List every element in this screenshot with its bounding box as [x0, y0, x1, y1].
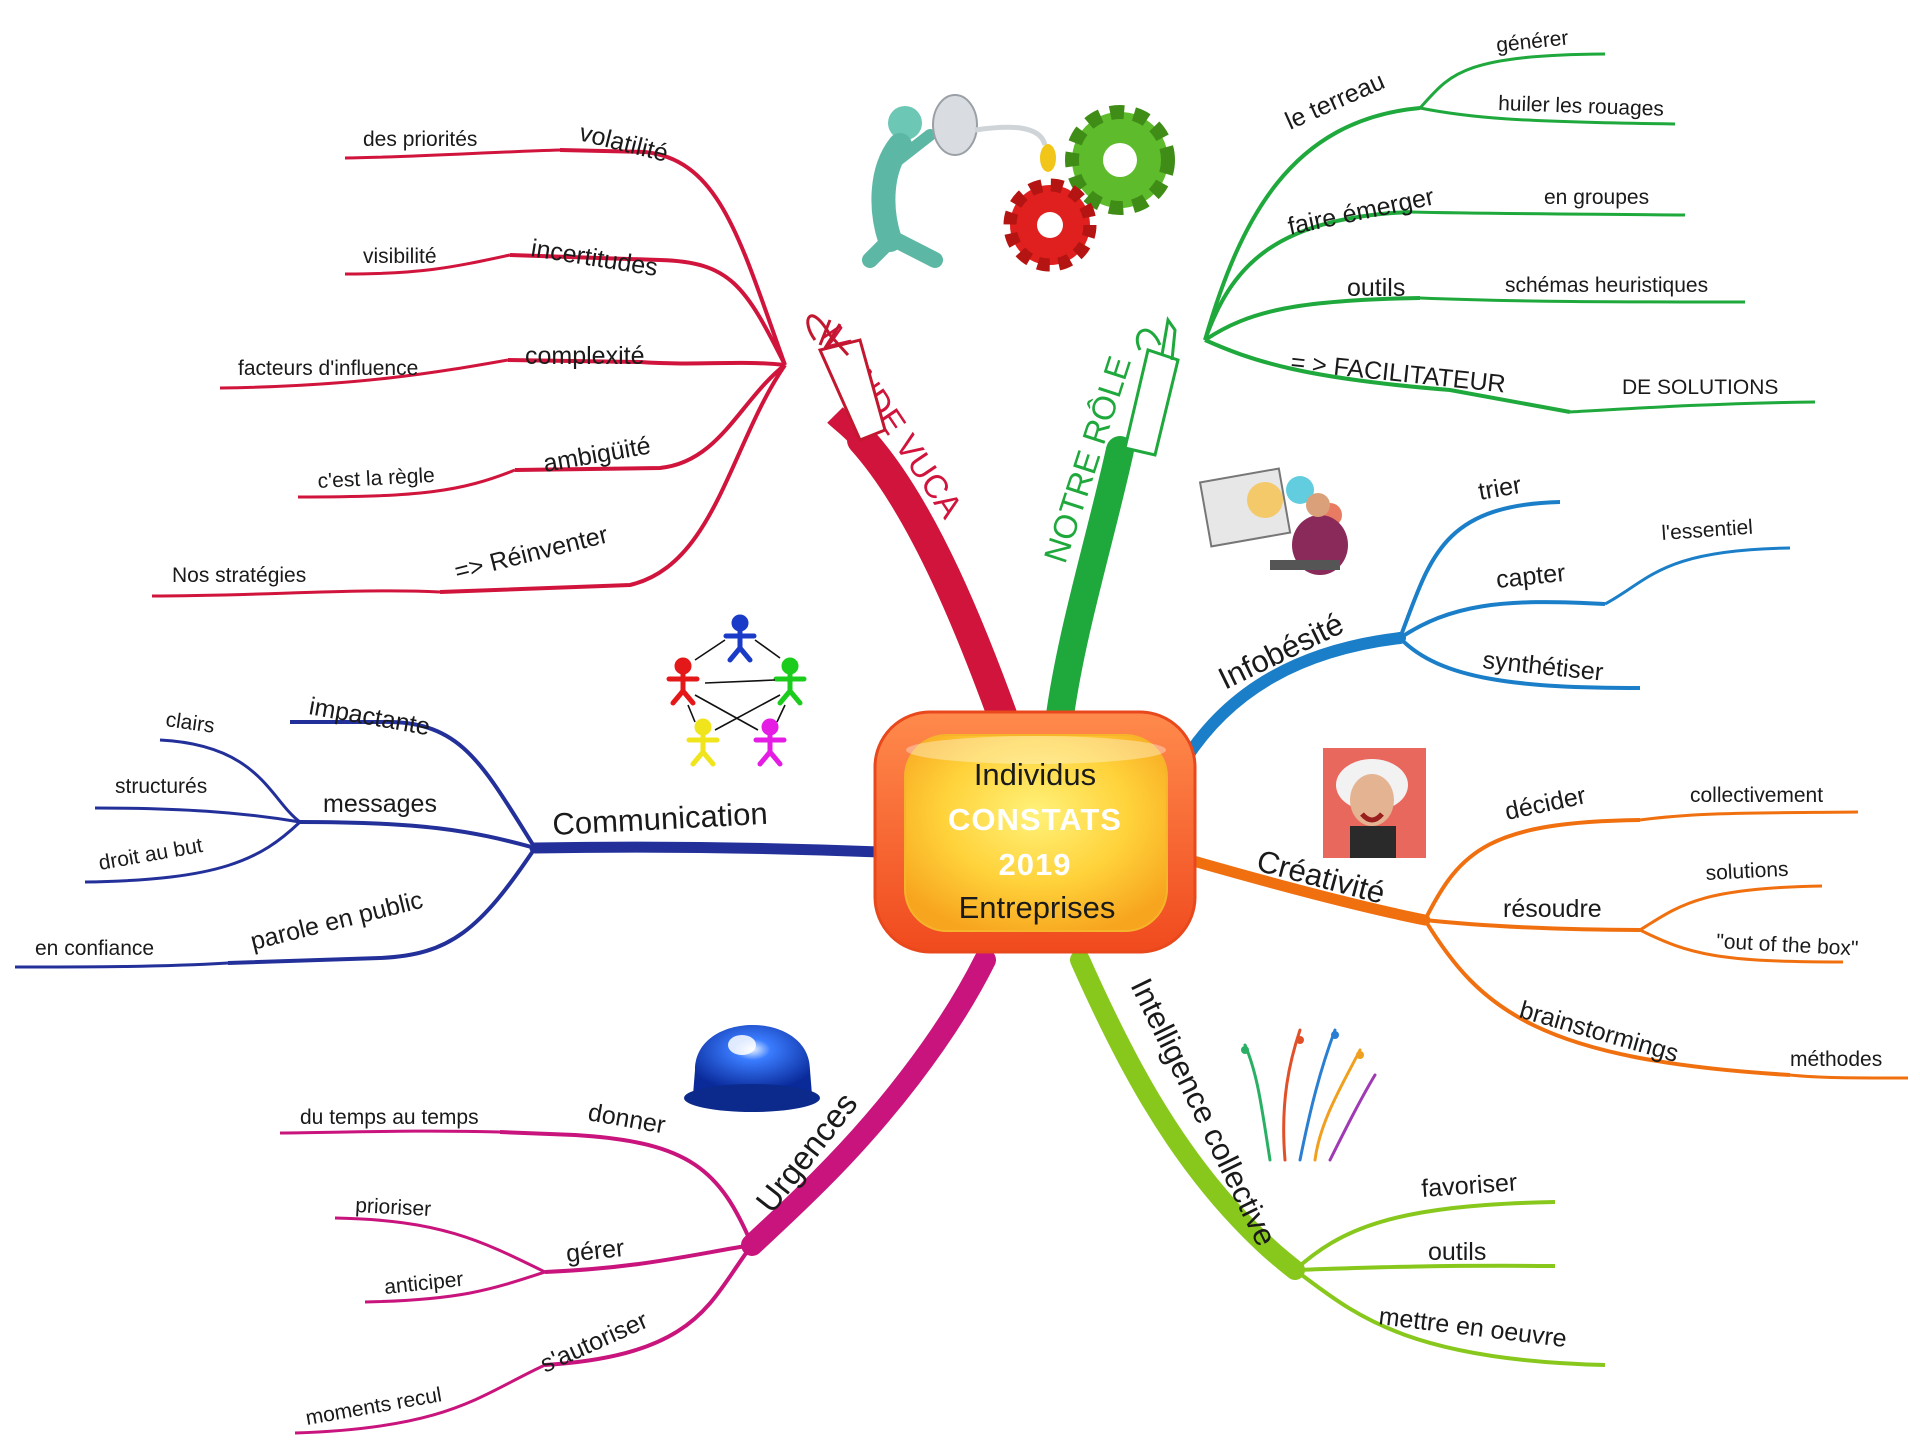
role-leaf-1: générer — [1495, 27, 1569, 57]
urg-item-1: donner — [586, 1098, 668, 1139]
info-item-2: capter — [1495, 559, 1567, 594]
hand-pointer-left-icon — [806, 314, 887, 442]
comm-leaf-1: clairs — [164, 708, 216, 738]
vuca-item-2: incertitudes — [529, 234, 660, 282]
info-trunk — [1179, 632, 1406, 766]
crea-leaf-links — [1639, 810, 1909, 1080]
comm-label: Communication — [552, 796, 769, 842]
ic-item-1: favoriser — [1420, 1168, 1518, 1203]
branch-notre-role: NOTRE RÔLE le terreau faire émerger outi… — [1036, 27, 1816, 729]
urg-leaf-3: anticiper — [383, 1268, 464, 1299]
comm-trunk — [529, 841, 886, 858]
hand-pointer-right-icon — [1123, 316, 1180, 457]
central-node: Individus CONSTATS 2019 Entreprises — [873, 710, 1197, 954]
role-leaf-2: huiler les rouages — [1498, 92, 1664, 121]
comm-leaf-links — [14, 738, 302, 969]
crea-item-3: brainstormings — [1516, 996, 1681, 1068]
center-line-2: CONSTATS — [948, 802, 1122, 837]
collective-tree-illustration — [1241, 1028, 1377, 1162]
role-links — [1203, 106, 1571, 414]
person-yellow-icon — [686, 718, 720, 767]
vuca-leaf-2: visibilité — [363, 245, 437, 268]
crea-leaf-3: "out of the box" — [1716, 930, 1859, 960]
urg-links — [499, 1130, 754, 1367]
blue-siren-icon — [684, 1025, 820, 1112]
crea-item-1: décider — [1502, 781, 1588, 825]
role-leaf-4: schémas heuristiques — [1505, 274, 1708, 297]
vuca-item-1: volatilité — [577, 119, 671, 168]
urg-item-2: gérer — [565, 1234, 626, 1268]
ic-trunk — [1070, 950, 1305, 1280]
center-line-4: Entreprises — [959, 890, 1116, 925]
vuca-trunk — [847, 425, 1019, 735]
person-magenta-icon — [753, 718, 787, 767]
vuca-item-5: => Réinventer — [452, 521, 611, 586]
green-gear-icon — [1065, 105, 1175, 215]
branch-urgences: Urgences donner gérer s'autoriser du tem… — [279, 949, 996, 1435]
urg-trunk — [741, 949, 996, 1256]
crea-trunk — [1184, 854, 1431, 926]
crea-leaf-1: collectivement — [1690, 784, 1823, 807]
role-item-3: outils — [1347, 274, 1405, 302]
center-line-3: 2019 — [999, 847, 1072, 882]
vuca-links — [439, 148, 787, 594]
vuca-item-4: ambigüité — [541, 432, 653, 478]
ic-item-2: outils — [1428, 1238, 1486, 1266]
person-figure — [862, 94, 1056, 268]
role-leaf-5: DE SOLUTIONS — [1622, 376, 1778, 399]
people-network-illustration — [666, 614, 807, 767]
crea-item-2: résoudre — [1503, 895, 1602, 923]
comm-leaf-3: droit au but — [97, 834, 205, 875]
center-line-1: Individus — [974, 757, 1096, 792]
person-blue-icon — [723, 614, 757, 663]
crea-leaf-4: méthodes — [1790, 1048, 1882, 1071]
urg-leaf-2: prioriser — [355, 1194, 432, 1221]
network-arrows — [687, 639, 786, 731]
info-links — [1398, 500, 1641, 690]
info-item-1: trier — [1476, 471, 1523, 506]
vuca-leaf-4: c'est la règle — [317, 464, 435, 493]
vuca-leaf-links — [151, 148, 561, 598]
einstein-portrait-illustration — [1323, 748, 1426, 858]
urg-leaf-4: moments recul — [304, 1383, 444, 1430]
role-item-4: = > FACILITATEUR — [1289, 348, 1507, 398]
person-green-icon — [773, 657, 807, 706]
comm-item-1: impactante — [307, 692, 432, 741]
vuca-leaf-1: des priorités — [363, 128, 477, 151]
role-trunk — [1046, 436, 1134, 729]
crea-links — [1423, 818, 1791, 1077]
urg-leaf-1: du temps au temps — [300, 1106, 479, 1129]
red-gear-icon — [1003, 178, 1097, 272]
ic-links — [1293, 1200, 1606, 1367]
gears-illustration — [862, 94, 1175, 272]
urg-item-3: s'autoriser — [536, 1306, 652, 1378]
comm-leaf-4: en confiance — [35, 937, 154, 960]
comm-links — [227, 719, 537, 965]
vuca-leaf-3: facteurs d'influence — [238, 357, 418, 380]
role-item-2: faire émerger — [1285, 183, 1436, 241]
ic-item-3: mettre en oeuvre — [1377, 1302, 1568, 1353]
computer-overload-illustration — [1198, 467, 1348, 575]
branch-communication: Communication impactante messages parole… — [14, 692, 886, 969]
info-leaf-link — [1604, 546, 1791, 606]
comm-item-3: parole en public — [248, 886, 426, 956]
info-leaf-1: l'essentiel — [1661, 516, 1754, 545]
comm-leaf-2: structurés — [115, 775, 207, 798]
role-item-1: le terreau — [1281, 67, 1389, 136]
role-leaf-links — [1409, 52, 1816, 414]
role-leaf-3: en groupes — [1544, 186, 1649, 209]
comm-item-2: messages — [323, 790, 437, 818]
vuca-leaf-5: Nos stratégies — [172, 564, 306, 587]
crea-leaf-2: solutions — [1705, 858, 1789, 885]
urg-leaf-links — [279, 1129, 546, 1435]
vuca-item-3: complexité — [525, 342, 645, 370]
person-red-icon — [666, 657, 700, 706]
